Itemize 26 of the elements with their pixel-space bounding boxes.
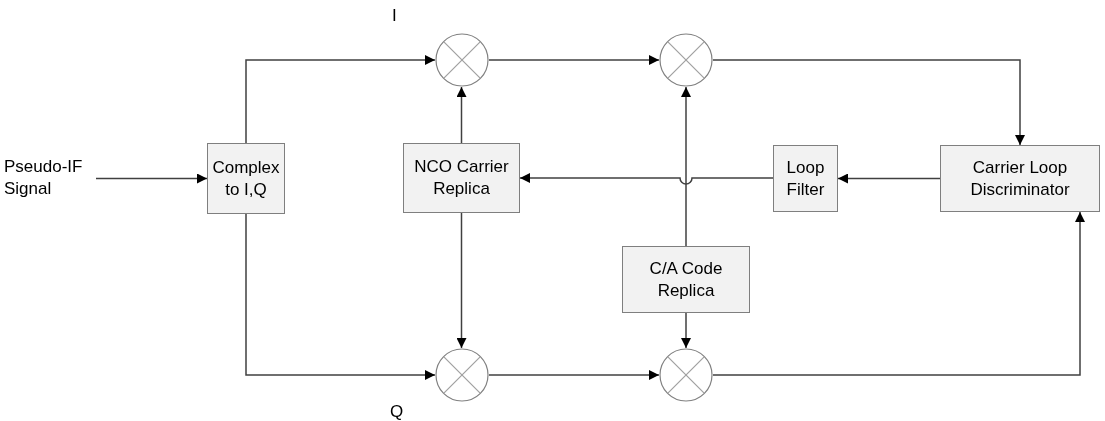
- arrow: [681, 312, 691, 349]
- signal-label: Q: [390, 402, 404, 421]
- arrow: [245, 55, 436, 144]
- box-label: Loop Filter: [785, 156, 826, 201]
- box-label: C/A Code Replica: [648, 257, 724, 302]
- arrow: [519, 173, 774, 185]
- signal-label: I: [392, 6, 397, 26]
- arrow: [456, 212, 467, 349]
- process-box: [622, 246, 750, 313]
- arrow: [95, 173, 208, 184]
- arrow: [488, 370, 660, 380]
- arrow: [712, 211, 1085, 376]
- arrow: [712, 59, 1025, 146]
- arrow: [488, 55, 660, 65]
- box-label: NCO Carrier Replica: [413, 156, 510, 200]
- process-box: [207, 143, 285, 214]
- process-box: [403, 143, 520, 213]
- process-box: [773, 145, 838, 212]
- arrow: [681, 86, 691, 247]
- box-label: Complex to I,Q: [211, 156, 281, 201]
- arrow: [245, 213, 436, 380]
- arrow: [837, 173, 941, 184]
- input-label: Pseudo-IF Signal: [4, 156, 84, 200]
- arrow: [456, 86, 467, 144]
- box-label: Carrier Loop Discriminator: [969, 156, 1071, 201]
- process-box: [940, 145, 1100, 212]
